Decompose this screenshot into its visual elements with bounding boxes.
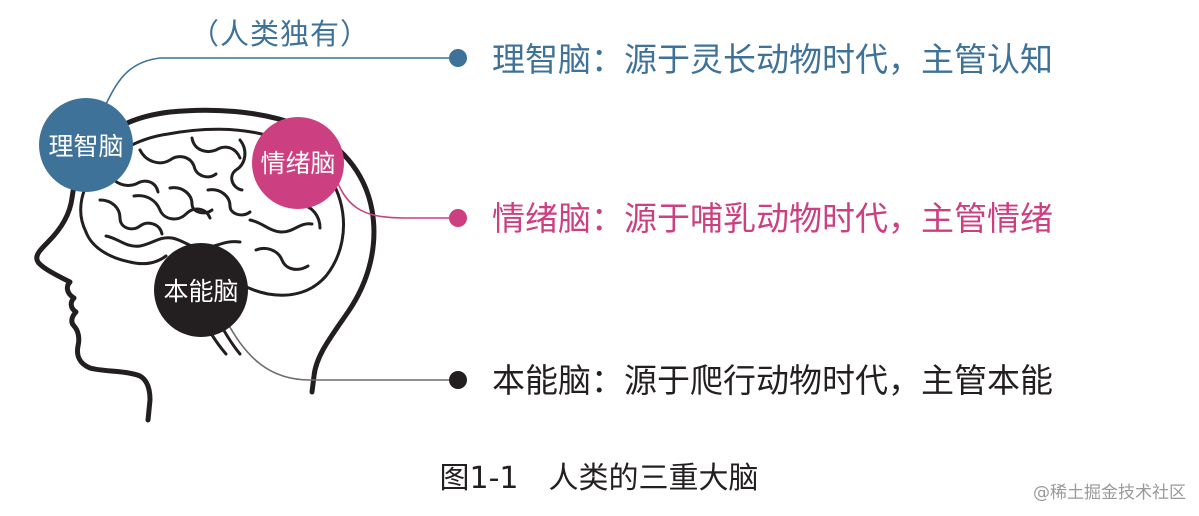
cognitive-connector <box>103 57 456 109</box>
cognitive-description: 理智脑：源于灵长动物时代，主管认知 <box>492 40 1053 79</box>
emotional-brain-circle: 情绪脑 <box>252 117 344 209</box>
emotional-dot <box>449 209 467 227</box>
cognitive-brain-label: 理智脑 <box>48 132 123 161</box>
emotional-description: 情绪脑：源于哺乳动物时代，主管情绪 <box>492 199 1053 238</box>
figure-caption: 图1-1 人类的三重大脑 <box>440 461 759 496</box>
instinct-dot <box>449 371 467 389</box>
cognitive-brain-circle: 理智脑 <box>39 98 133 192</box>
instinct-connector <box>225 319 456 381</box>
connector-lines <box>103 57 456 381</box>
emotional-connector <box>333 173 456 219</box>
cognitive-dot <box>449 49 467 67</box>
annotation-text: （人类独有） <box>190 17 370 51</box>
watermark: @稀土掘金技术社区 <box>1033 483 1186 503</box>
head-silhouette <box>34 107 377 423</box>
instinct-brain-label: 本能脑 <box>163 277 238 306</box>
instinct-description: 本能脑：源于爬行动物时代，主管本能 <box>492 361 1053 400</box>
instinct-brain-circle: 本能脑 <box>154 243 248 337</box>
emotional-brain-label: 情绪脑 <box>260 149 335 178</box>
